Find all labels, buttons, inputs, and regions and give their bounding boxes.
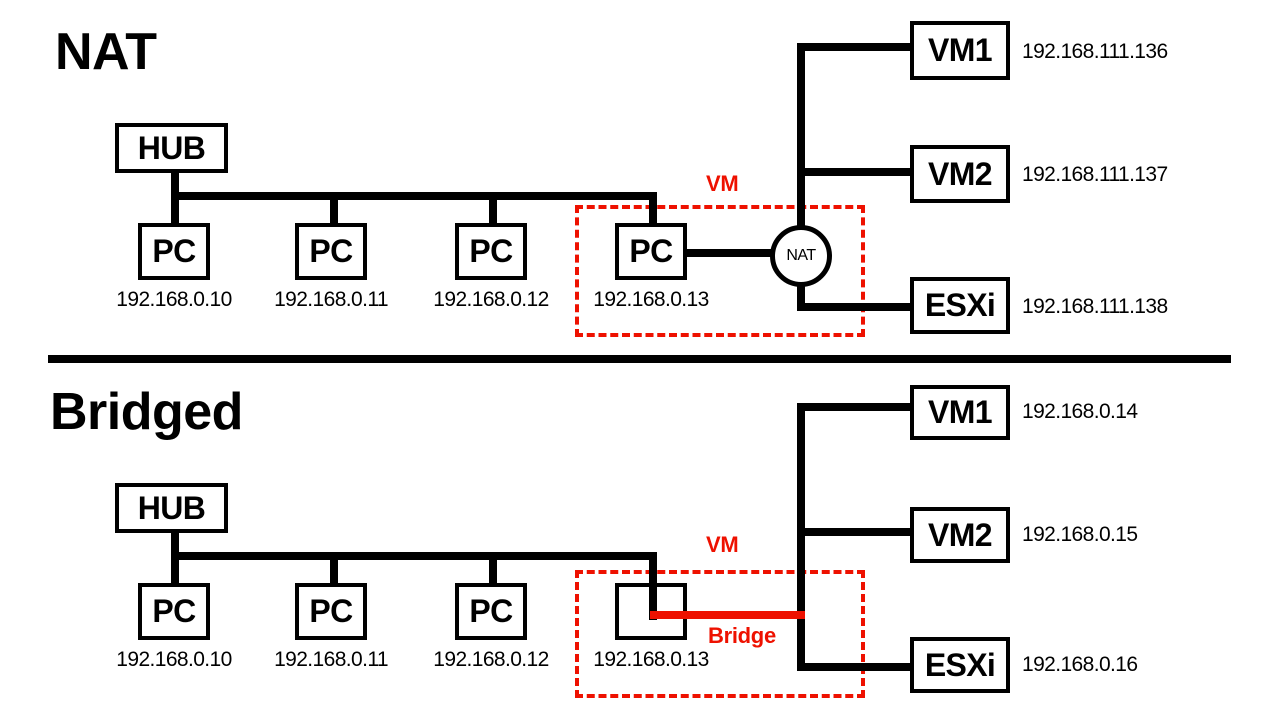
nat-esxi-branch-line — [797, 303, 910, 311]
bridged-pc3-node: PC — [455, 583, 527, 640]
nat-vm2-branch-line — [801, 168, 910, 176]
bridged-hub-node: HUB — [115, 483, 228, 533]
bridged-vm2-node: VM2 — [910, 507, 1010, 563]
bridged-pc1-ip: 192.168.0.10 — [116, 648, 232, 671]
nat-vm1-node: VM1 — [910, 21, 1010, 80]
bridged-vm-group-outline — [575, 570, 865, 698]
section-divider — [48, 355, 1231, 363]
bridged-bridge-link-line — [650, 611, 805, 619]
nat-pc-to-nat-line — [686, 249, 774, 257]
bridged-trunk-line — [797, 403, 805, 671]
bridged-vm1-ip: 192.168.0.14 — [1022, 400, 1138, 423]
nat-bus-line — [171, 192, 657, 200]
bridged-pc2-drop-line — [330, 556, 338, 583]
bridged-esxi-node: ESXi — [910, 637, 1010, 693]
nat-pc3-node: PC — [455, 223, 527, 280]
nat-trunk-upper-line — [797, 43, 805, 229]
bridged-title: Bridged — [50, 383, 243, 441]
bridged-vm1-node: VM1 — [910, 385, 1010, 440]
nat-pc4-drop-line — [649, 196, 657, 223]
bridged-pc2-node: PC — [295, 583, 367, 640]
nat-router-node: NAT — [770, 225, 832, 287]
bridged-pc3-drop-line — [489, 556, 497, 583]
nat-vm2-ip: 192.168.111.137 — [1022, 163, 1168, 186]
nat-esxi-ip: 192.168.111.138 — [1022, 295, 1168, 318]
bridged-pc4-ip: 192.168.0.13 — [593, 648, 709, 671]
bridged-vm2-branch-line — [801, 528, 910, 536]
nat-pc4-ip: 192.168.0.13 — [593, 288, 709, 311]
nat-trunk-lower-line — [797, 283, 805, 311]
nat-vm-group-label: VM — [706, 171, 739, 196]
bridged-vm1-branch-line — [797, 403, 910, 411]
bridged-esxi-branch-line — [797, 663, 910, 671]
bridged-pc2-ip: 192.168.0.11 — [274, 648, 388, 671]
nat-hub-node: HUB — [115, 123, 228, 173]
nat-pc2-ip: 192.168.0.11 — [274, 288, 388, 311]
nat-pc1-node: PC — [138, 223, 210, 280]
bridged-pc1-node: PC — [138, 583, 210, 640]
nat-vm2-node: VM2 — [910, 145, 1010, 203]
nat-pc1-ip: 192.168.0.10 — [116, 288, 232, 311]
nat-vm1-ip: 192.168.111.136 — [1022, 40, 1168, 63]
nat-esxi-node: ESXi — [910, 277, 1010, 334]
bridged-esxi-ip: 192.168.0.16 — [1022, 653, 1138, 676]
nat-pc3-drop-line — [489, 196, 497, 223]
bridged-vm2-ip: 192.168.0.15 — [1022, 523, 1138, 546]
nat-pc3-ip: 192.168.0.12 — [433, 288, 549, 311]
nat-vm-group-outline — [575, 205, 865, 337]
nat-vm1-branch-line — [797, 43, 910, 51]
bridged-bridge-label: Bridge — [708, 623, 776, 648]
nat-pc2-drop-line — [330, 196, 338, 223]
bridged-pc4-drop-line — [649, 556, 657, 620]
nat-pc4-node: PC — [615, 223, 687, 280]
bridged-pc3-ip: 192.168.0.12 — [433, 648, 549, 671]
bridged-bus-line — [171, 552, 657, 560]
bridged-vm-group-label: VM — [706, 532, 739, 557]
nat-pc2-node: PC — [295, 223, 367, 280]
nat-title: NAT — [55, 23, 157, 81]
